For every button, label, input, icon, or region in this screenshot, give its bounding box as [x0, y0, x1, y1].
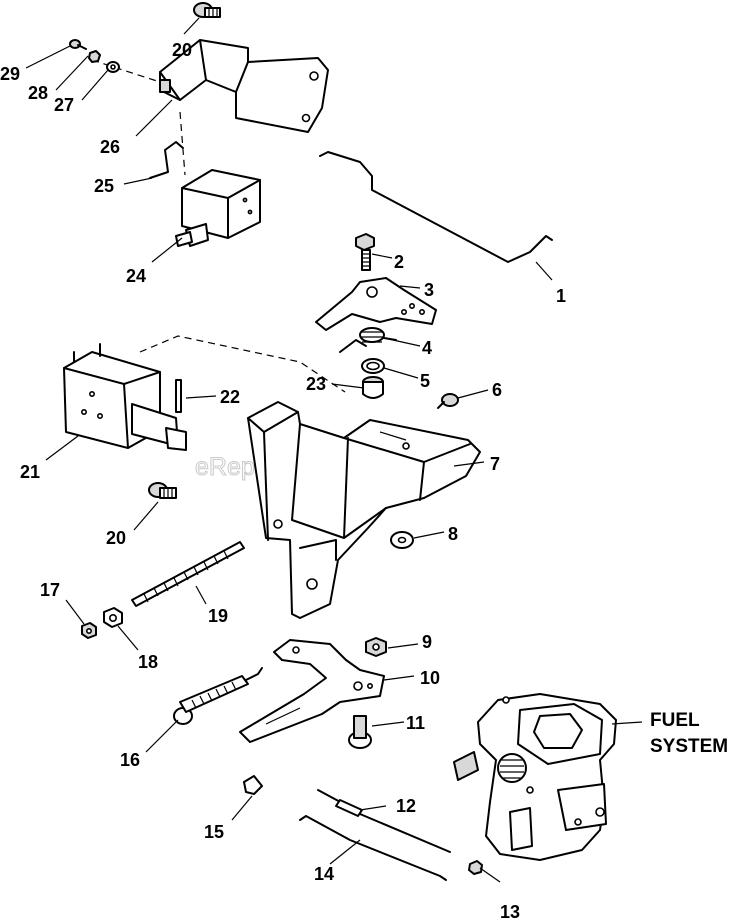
callout-labels: 20 29 28 27 26 25 24 1 2 3 4 5 23 6 22 7… [0, 40, 728, 922]
callout-19: 19 [208, 606, 228, 626]
part-21-solenoid [63, 343, 187, 451]
callout-12: 12 [396, 796, 416, 816]
callout-1: 1 [556, 286, 566, 306]
part-29-screw [69, 39, 87, 50]
part-28-nut [88, 50, 101, 63]
callout-27: 27 [54, 95, 74, 115]
callout-5: 5 [420, 371, 430, 391]
part-20-screw-top [193, 2, 221, 18]
part-8-washer [390, 531, 414, 549]
callout-29: 29 [0, 64, 20, 84]
part-25-clip [149, 141, 184, 179]
callout-3: 3 [424, 280, 434, 300]
part-1-linkage-rod [319, 151, 553, 263]
callout-10: 10 [420, 668, 440, 688]
part-13-clip [468, 860, 483, 875]
part-5-ring [361, 358, 385, 374]
callout-9: 9 [422, 632, 432, 652]
leader-lines [25, 17, 643, 883]
callout-26: 26 [100, 137, 120, 157]
part-27-washer [106, 61, 120, 73]
part-24-solenoid [175, 169, 261, 247]
callout-4: 4 [422, 338, 432, 358]
part-16-spring [173, 667, 263, 725]
part-23-bushing [362, 376, 384, 399]
part-15-clip [243, 775, 263, 795]
fuel-system-carburetor [453, 693, 617, 861]
callout-11: 11 [406, 713, 425, 733]
part-17-nut [81, 622, 97, 639]
callout-25: 25 [94, 176, 114, 196]
assembly-dashed-lines [91, 59, 346, 393]
part-20-screw-lower [148, 482, 177, 499]
callout-8: 8 [448, 524, 458, 544]
part-26-bracket [159, 39, 329, 133]
callout-17: 17 [40, 580, 60, 600]
callout-23: 23 [306, 374, 326, 394]
part-7-main-bracket [247, 401, 481, 619]
callout-15: 15 [204, 822, 224, 842]
callout-2: 2 [394, 252, 404, 272]
part-14-rod [299, 815, 447, 881]
part-11-pin [348, 715, 372, 749]
callout-14: 14 [314, 864, 334, 884]
part-9-nut [365, 637, 387, 657]
part-3-lever [315, 277, 437, 331]
callout-13: 13 [500, 902, 520, 922]
callout-22: 22 [220, 387, 240, 407]
callout-6: 6 [492, 380, 502, 400]
part-2-screw [355, 233, 375, 271]
part-22-pin [175, 379, 182, 413]
callout-7: 7 [490, 454, 500, 474]
callout-21: 21 [20, 462, 40, 482]
part-18-nut [103, 607, 123, 628]
fuel-system-label-line2: SYSTEM [650, 736, 728, 757]
part-10-throttle-lever [239, 639, 385, 743]
part-12-spring-link [317, 789, 451, 853]
callout-28: 28 [28, 83, 48, 103]
callout-20-lower: 20 [106, 528, 126, 548]
fuel-system-label-line1: FUEL [650, 710, 700, 731]
callout-18: 18 [138, 652, 158, 672]
callout-24: 24 [126, 266, 146, 286]
part-19-threaded-rod [131, 541, 245, 607]
callout-16: 16 [120, 750, 140, 770]
part-4-spring [339, 327, 397, 353]
callout-20-top: 20 [172, 40, 192, 60]
part-6-screw [437, 393, 459, 409]
